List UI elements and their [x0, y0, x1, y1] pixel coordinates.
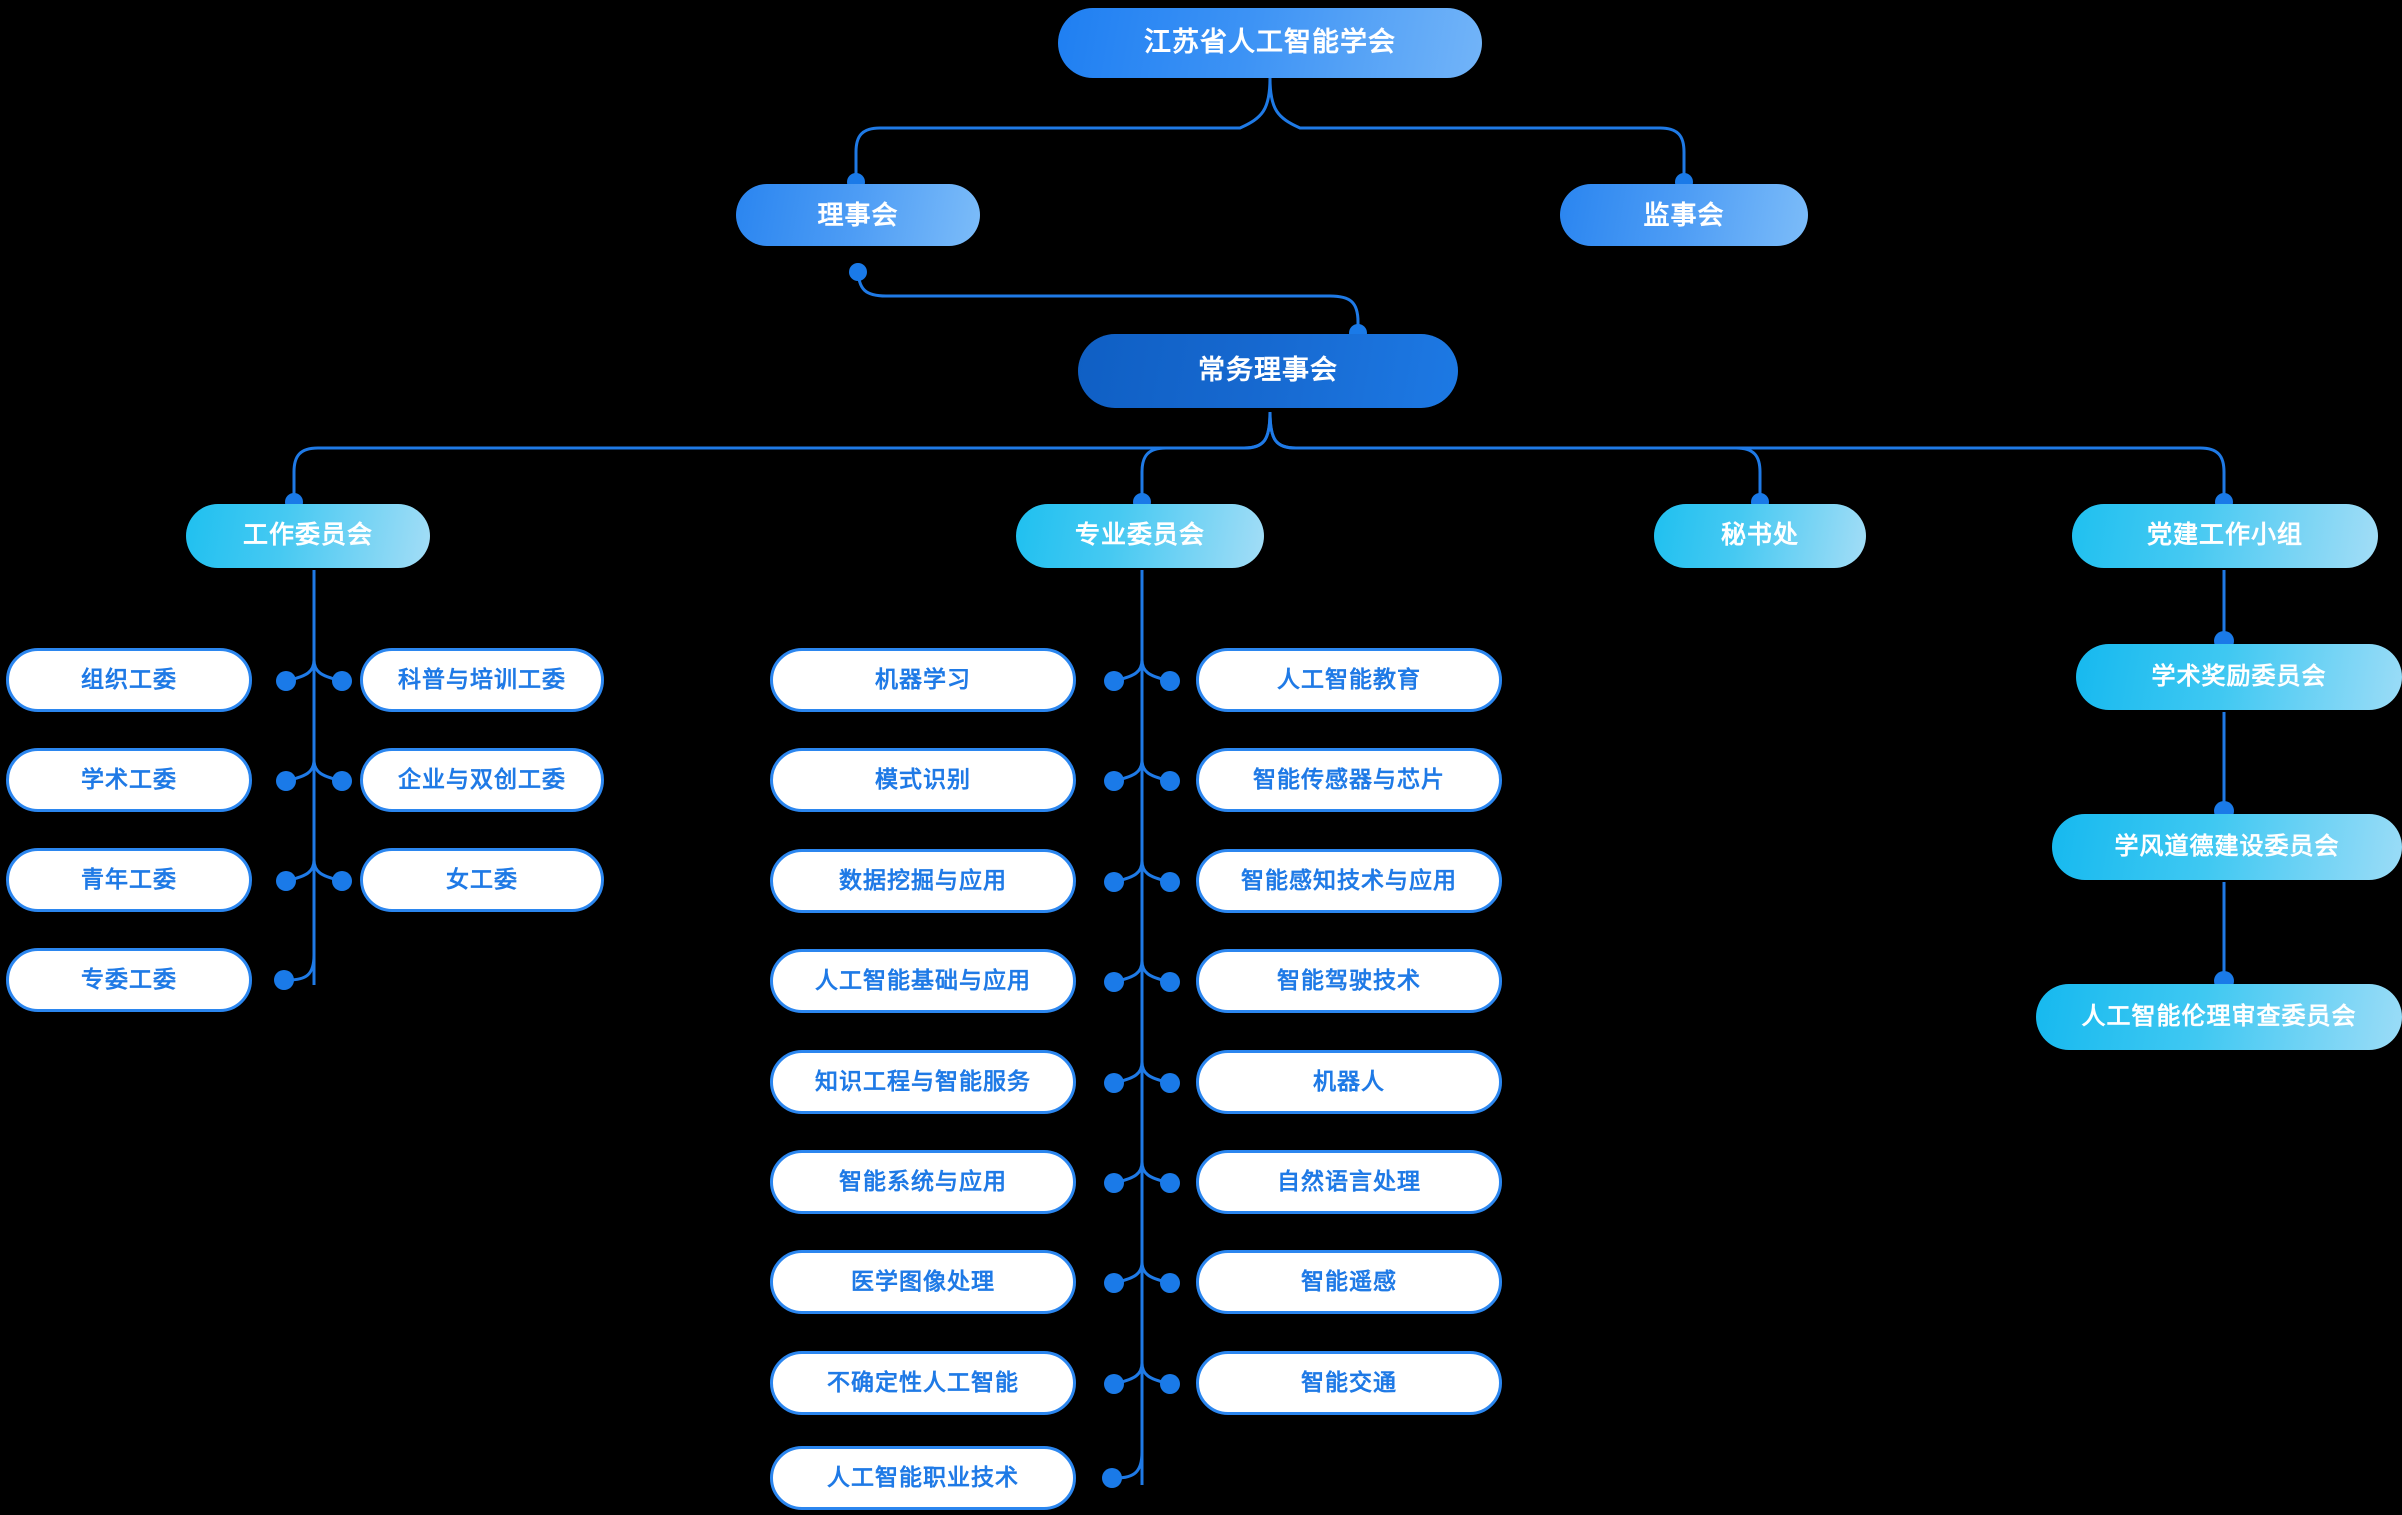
leaf-pro-right-2[interactable]: 智能感知技术与应用: [1196, 849, 1502, 913]
leaf-work-left-2[interactable]: 青年工委: [6, 848, 252, 912]
leaf-pro-left-6[interactable]: 医学图像处理: [770, 1250, 1076, 1314]
leaf-work-left-3[interactable]: 专委工委: [6, 948, 252, 1012]
node-professional-committee[interactable]: 专业委员会: [1016, 504, 1264, 568]
leaf-work-right-2[interactable]: 女工委: [360, 848, 604, 912]
node-secretariat[interactable]: 秘书处: [1654, 504, 1866, 568]
leaf-pro-left-3[interactable]: 人工智能基础与应用: [770, 949, 1076, 1013]
leaf-pro-left-8[interactable]: 人工智能职业技术: [770, 1446, 1076, 1510]
party-child-2[interactable]: 人工智能伦理审查委员会: [2036, 984, 2402, 1050]
node-standing-council[interactable]: 常务理事会: [1078, 334, 1458, 408]
node-work-committee[interactable]: 工作委员会: [186, 504, 430, 568]
leaf-pro-right-5[interactable]: 自然语言处理: [1196, 1150, 1502, 1214]
leaf-pro-right-4[interactable]: 机器人: [1196, 1050, 1502, 1114]
leaf-pro-left-0[interactable]: 机器学习: [770, 648, 1076, 712]
node-party-work-group[interactable]: 党建工作小组: [2072, 504, 2378, 568]
node-council[interactable]: 理事会: [736, 184, 980, 246]
leaf-work-left-0[interactable]: 组织工委: [6, 648, 252, 712]
party-child-1[interactable]: 学风道德建设委员会: [2052, 814, 2402, 880]
leaf-pro-right-0[interactable]: 人工智能教育: [1196, 648, 1502, 712]
leaf-work-right-0[interactable]: 科普与培训工委: [360, 648, 604, 712]
node-root[interactable]: 江苏省人工智能学会: [1058, 8, 1482, 78]
leaf-pro-left-4[interactable]: 知识工程与智能服务: [770, 1050, 1076, 1114]
party-child-0[interactable]: 学术奖励委员会: [2076, 644, 2402, 710]
leaf-pro-right-7[interactable]: 智能交通: [1196, 1351, 1502, 1415]
leaf-pro-right-1[interactable]: 智能传感器与芯片: [1196, 748, 1502, 812]
leaf-work-right-1[interactable]: 企业与双创工委: [360, 748, 604, 812]
leaf-work-left-1[interactable]: 学术工委: [6, 748, 252, 812]
leaf-pro-left-5[interactable]: 智能系统与应用: [770, 1150, 1076, 1214]
leaf-pro-left-1[interactable]: 模式识别: [770, 748, 1076, 812]
leaf-pro-right-6[interactable]: 智能遥感: [1196, 1250, 1502, 1314]
leaf-pro-right-3[interactable]: 智能驾驶技术: [1196, 949, 1502, 1013]
leaf-pro-left-2[interactable]: 数据挖掘与应用: [770, 849, 1076, 913]
node-supervisory-board[interactable]: 监事会: [1560, 184, 1808, 246]
leaf-pro-left-7[interactable]: 不确定性人工智能: [770, 1351, 1076, 1415]
